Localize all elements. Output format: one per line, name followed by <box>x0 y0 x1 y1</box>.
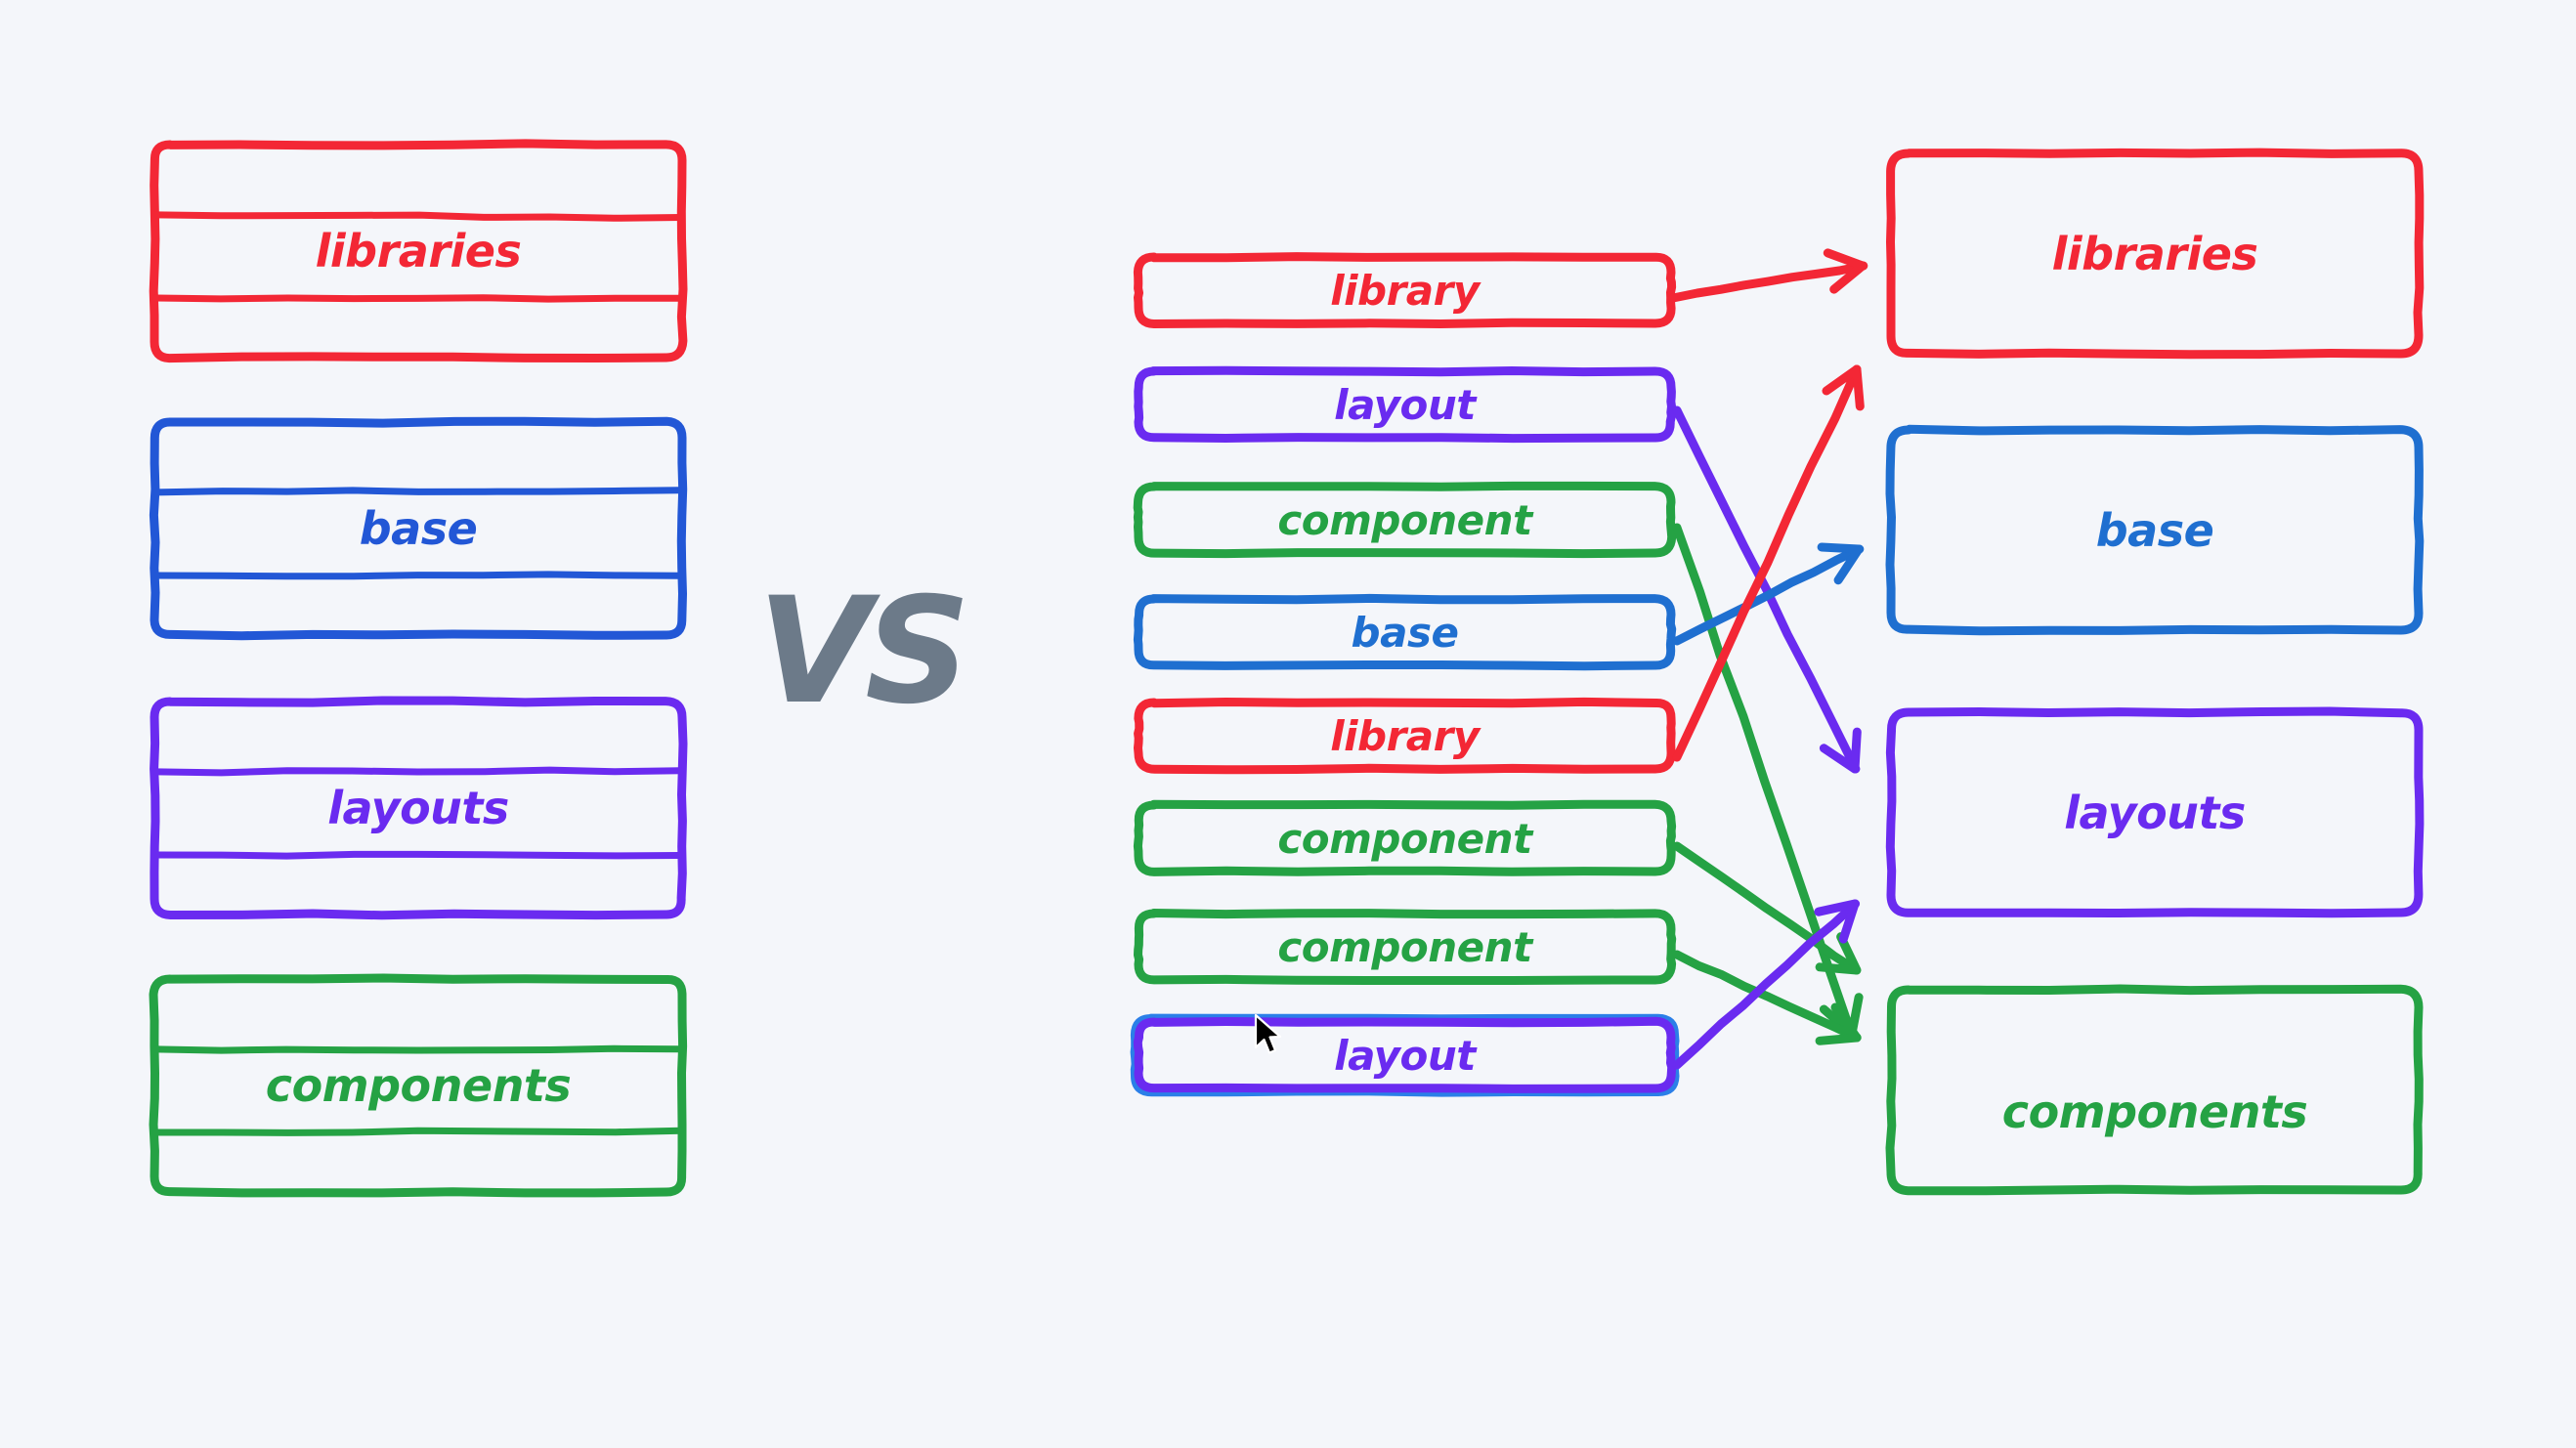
arrow-library-to-libraries <box>1668 248 1868 303</box>
right-box-layouts[interactable] <box>1885 706 2425 918</box>
middle-box-component[interactable] <box>1133 799 1677 876</box>
left-column-strokes <box>149 139 688 1198</box>
middle-box-layout[interactable] <box>1134 365 1676 444</box>
left-box-components[interactable] <box>149 973 688 1198</box>
middle-box-library[interactable] <box>1133 252 1677 328</box>
left-box-libraries[interactable] <box>149 139 688 363</box>
middle-column-strokes <box>1130 252 1680 1097</box>
left-box-layouts[interactable] <box>150 696 688 920</box>
middle-box-component[interactable] <box>1133 481 1677 559</box>
right-box-components[interactable] <box>1885 984 2424 1196</box>
arrow-layout-to-layouts <box>1672 405 1862 774</box>
left-box-base[interactable] <box>149 416 688 641</box>
right-column-strokes <box>1885 148 2425 1196</box>
arrow-base-to-base <box>1672 542 1865 646</box>
arrow-library2-to-libraries <box>1672 364 1865 762</box>
middle-box-component[interactable] <box>1134 909 1677 985</box>
arrow-strokes <box>1668 248 1868 1070</box>
arrow-layout2-to-layouts <box>1672 899 1861 1070</box>
right-box-base[interactable] <box>1885 424 2425 636</box>
middle-box-layout[interactable] <box>1130 1013 1680 1097</box>
arrow-component2-to-components <box>1672 841 1862 975</box>
arrow-component3-to-components <box>1672 950 1862 1045</box>
right-box-libraries[interactable] <box>1886 148 2425 360</box>
vs-label: VS <box>757 567 970 737</box>
middle-box-library[interactable] <box>1134 697 1676 775</box>
middle-box-base[interactable] <box>1133 593 1677 671</box>
